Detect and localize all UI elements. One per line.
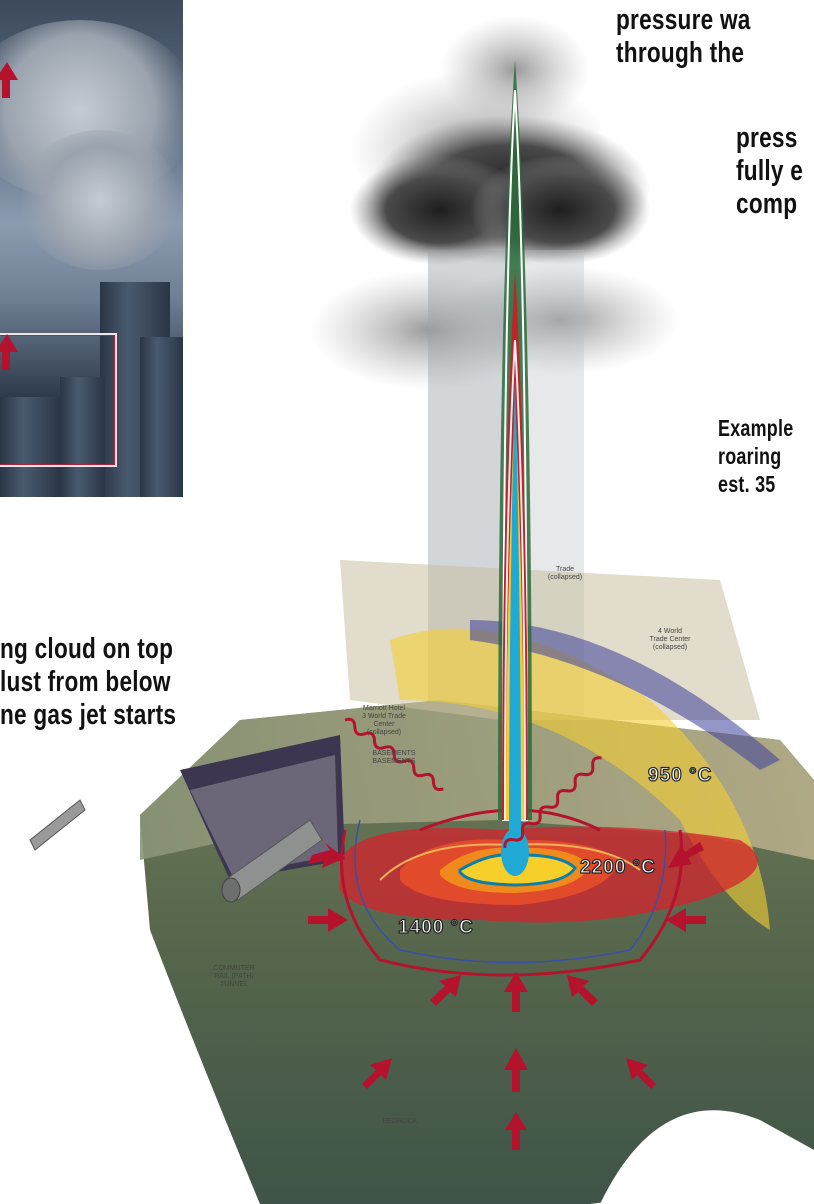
label-basements: BASEMENTS BASEMENTS: [372, 750, 416, 765]
temp-1400: 1400 °C: [397, 916, 474, 938]
gas-jet: [498, 60, 532, 876]
temp-950: 950 °C: [647, 764, 713, 786]
arrow-icon: [505, 1112, 527, 1150]
pressure-boundary: [340, 829, 684, 977]
arrow-icon: [308, 843, 345, 868]
caption-middle: press fully e comp: [736, 122, 804, 220]
caption-example: Example roaring est. 35: [718, 415, 794, 497]
heat-radiation-waves: [344, 717, 602, 849]
label-bedrock: BEDROCK: [382, 1118, 418, 1125]
arrow-icon: [567, 975, 598, 1006]
arrow-icon: [504, 972, 528, 1012]
arrow-icon: [668, 842, 704, 868]
caption-left: ng cloud on top lust from below ne gas j…: [0, 633, 177, 731]
arrow-icon: [0, 62, 18, 98]
wtc-photo: [0, 0, 183, 497]
arrow-icon: [626, 1058, 656, 1089]
arrow-icon: [362, 1058, 392, 1089]
arrow-icon: [0, 334, 18, 370]
highlight-frame: [0, 333, 117, 467]
label-wtc-top: Trade (collapsed): [547, 566, 583, 581]
temp-2200: 2200 °C: [579, 856, 656, 878]
label-rail-tunnel: COMMUTER RAIL (PATH) TUNNEL: [213, 965, 255, 988]
arrow-icon: [666, 908, 706, 932]
arrow-icon: [308, 908, 348, 932]
label-marriott: Marriott Hotel 3 World Trade Center (col…: [362, 705, 406, 736]
heat-plume-yellow: [390, 628, 770, 930]
smoke-cloud: [20, 130, 180, 270]
label-wtc4: 4 World Trade Center (collapsed): [649, 628, 691, 651]
arrow-icon: [430, 975, 461, 1006]
tower-building: [140, 337, 183, 497]
pressure-boundary-inner: [354, 819, 667, 964]
caption-top: pressure wa through the: [616, 4, 751, 69]
pressure-arrows: [0, 62, 706, 1150]
arrow-icon: [504, 1048, 528, 1092]
rail-tunnel: [29, 799, 323, 903]
tower-building: [0, 397, 60, 497]
tower-building: [60, 377, 105, 497]
